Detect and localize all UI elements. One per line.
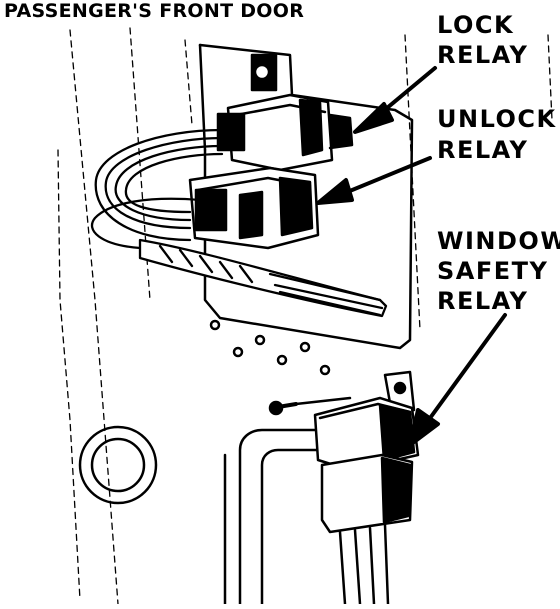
callout-arrows	[316, 66, 507, 447]
lock-relay	[216, 53, 354, 172]
lock-relay-label-line1: LOCK	[437, 11, 515, 39]
unlock-relay-label-line1: UNLOCK	[437, 105, 557, 133]
window-safety-relay-label-line3: RELAY	[437, 287, 529, 315]
wiring-harness	[90, 128, 388, 318]
diagram-title: PASSENGER'S FRONT DOOR	[4, 0, 305, 22]
unlock-relay	[188, 166, 320, 250]
relay-mounting-plate	[198, 43, 414, 376]
window-safety-relay	[268, 370, 420, 606]
window-safety-relay-label-line1: WINDOW	[437, 227, 560, 255]
lock-relay-label-line2: RELAY	[437, 41, 529, 69]
unlock-relay-label-line2: RELAY	[437, 136, 529, 164]
lower-door-opening	[78, 425, 332, 606]
window-safety-relay-label-line2: SAFETY	[437, 257, 549, 285]
